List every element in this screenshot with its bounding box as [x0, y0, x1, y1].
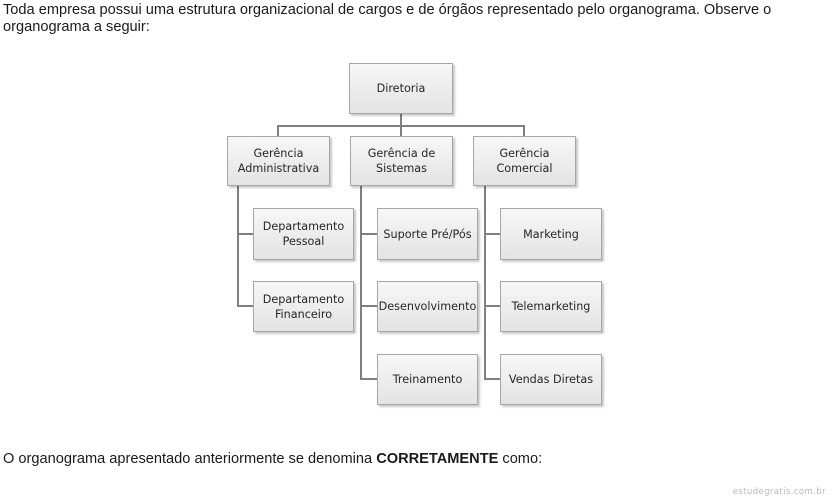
org-node-suporte: Suporte Pré/Pós: [377, 208, 478, 260]
connector-admin-child-1: [237, 233, 253, 235]
question-text: O organograma apresentado anteriormente …: [3, 451, 542, 468]
connector-root-down: [400, 114, 402, 126]
question-emphasis: CORRETAMENTE: [376, 451, 499, 467]
connector-systems-child-1: [360, 233, 377, 235]
watermark: estudegratis.com.br: [732, 487, 826, 497]
connector-commercial-up: [523, 125, 525, 136]
org-node-diretoria: Diretoria: [349, 63, 453, 114]
connector-systems-up: [400, 125, 402, 136]
org-node-treinamento: Treinamento: [377, 354, 478, 405]
connector-admin-up: [277, 125, 279, 136]
connector-admin-vertical: [237, 186, 239, 307]
org-node-gerencia-comercial: Gerência Comercial: [473, 136, 576, 186]
connector-commercial-child-3: [484, 378, 500, 380]
connector-commercial-child-2: [484, 305, 500, 307]
intro-text: Toda empresa possui uma estrutura organi…: [3, 2, 772, 35]
connector-systems-child-2: [360, 305, 377, 307]
connector-commercial-vertical: [484, 186, 486, 380]
org-node-departamento-financeiro: Departamento Financeiro: [253, 281, 354, 332]
org-node-vendas-diretas: Vendas Diretas: [500, 354, 602, 405]
question-text-end: como:: [498, 451, 543, 467]
org-node-gerencia-sistemas: Gerência de Sistemas: [350, 136, 453, 186]
org-node-gerencia-administrativa: Gerência Administrativa: [227, 136, 330, 186]
connector-admin-child-2: [237, 305, 253, 307]
connector-systems-child-3: [360, 378, 377, 380]
question-text-start: O organograma apresentado anteriormente …: [3, 451, 377, 467]
org-node-departamento-pessoal: Departamento Pessoal: [253, 208, 354, 260]
org-node-desenvolvimento: Desenvolvimento: [377, 281, 478, 332]
org-node-marketing: Marketing: [500, 208, 602, 260]
org-node-telemarketing: Telemarketing: [500, 281, 602, 332]
connector-systems-vertical: [360, 186, 362, 380]
connector-commercial-child-1: [484, 233, 500, 235]
